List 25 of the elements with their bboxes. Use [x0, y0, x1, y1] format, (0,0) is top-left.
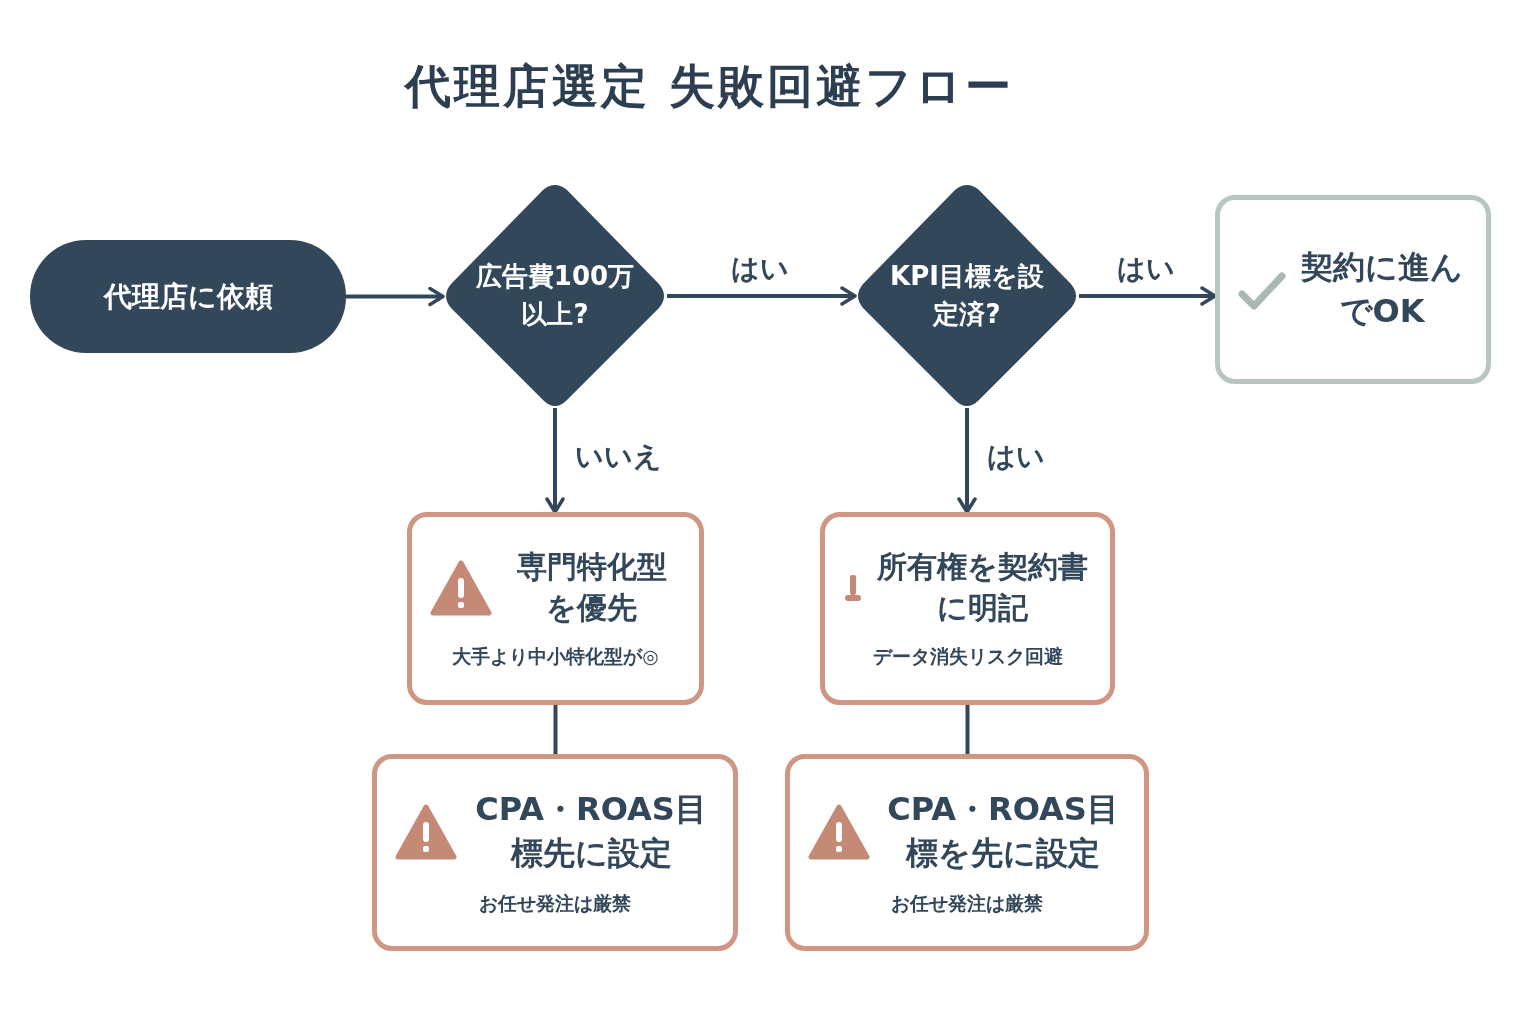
warning-box [820, 512, 1115, 705]
box-note: データ消失リスク回避 [872, 644, 1063, 669]
warning-box [407, 512, 704, 705]
decision-text: KPI目標を設定済? [889, 260, 1045, 331]
box-heading: CPA・ROAS目標先に設定 [474, 789, 708, 874]
box-note: お任せ発注は厳禁 [891, 890, 1043, 916]
connector-line [553, 705, 558, 754]
arrow [957, 408, 977, 514]
box-heading: 契約に進んでOK [1300, 247, 1464, 332]
box-heading: 所有権を契約書に明記 [876, 548, 1089, 627]
connector-line [965, 705, 970, 754]
arrow [1079, 286, 1217, 306]
arrow [346, 286, 445, 307]
arrow [545, 408, 565, 514]
box-note: お任せ発注は厳禁 [479, 890, 631, 916]
arrow [667, 286, 857, 306]
warning-box [372, 754, 738, 951]
diagram-title: 代理店選定 失敗回避フロー [402, 58, 1016, 115]
result-box [1215, 195, 1491, 384]
box-heading: CPA・ROAS目標を先に設定 [886, 789, 1120, 874]
warning-box [785, 754, 1149, 951]
decision-text: 広告費100万以上? [474, 260, 636, 331]
node-text: 代理店に依頼 [103, 278, 273, 315]
box-heading: 専門特化型を優先 [515, 548, 668, 627]
box-note: 大手より中小特化型が◎ [452, 644, 659, 669]
